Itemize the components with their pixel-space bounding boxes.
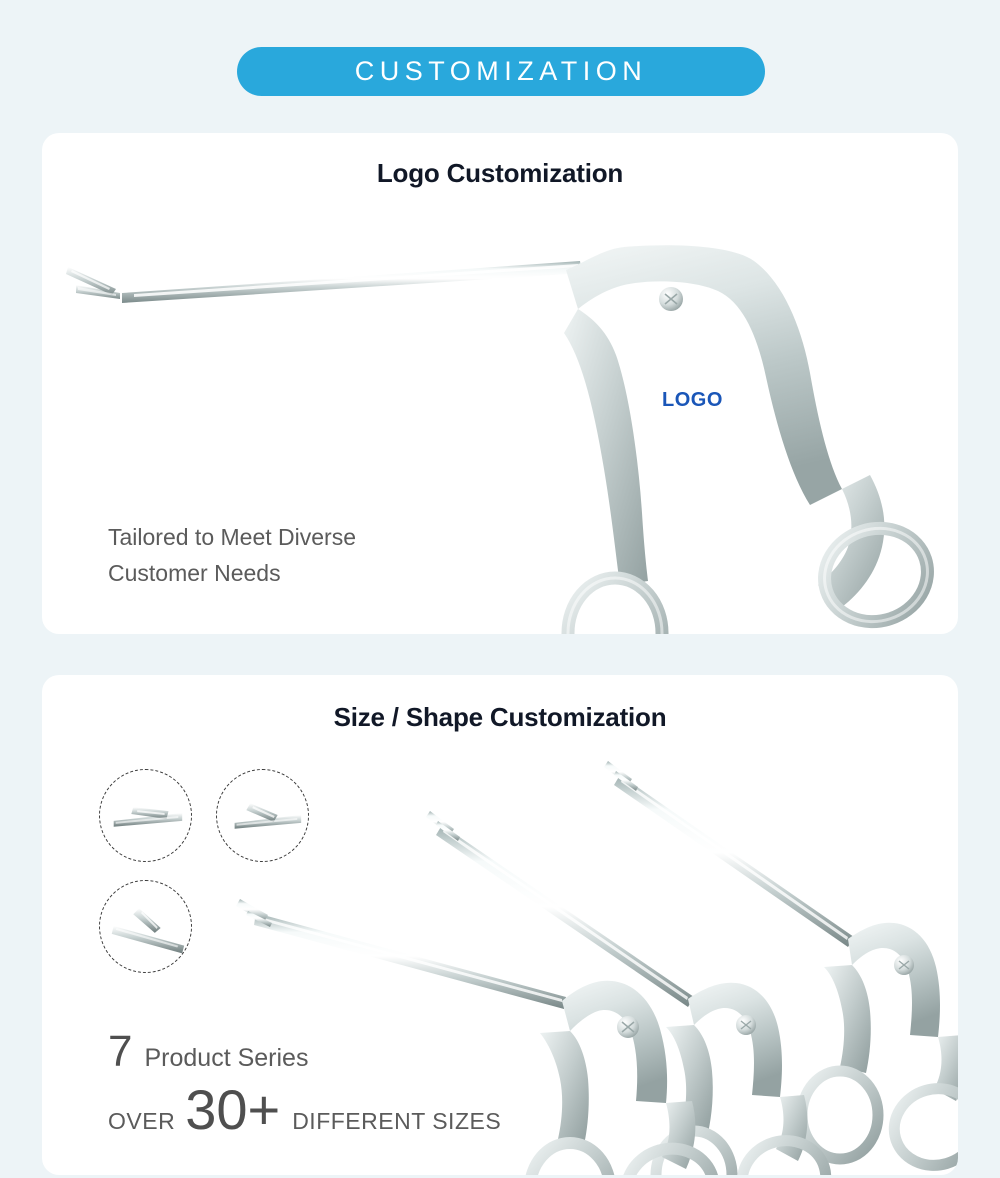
tip-variant-thumbnail-3[interactable]	[99, 880, 192, 973]
stat-sizes-count: 30+	[185, 1078, 281, 1141]
forceps-size-range-illustration	[42, 675, 958, 1175]
tip-variant-thumbnail-1[interactable]	[99, 769, 192, 862]
stat-sizes-prefix: OVER	[108, 1108, 176, 1134]
stat-product-series: 7 Product Series	[108, 1030, 501, 1074]
caption-line-2: Customer Needs	[108, 560, 281, 586]
card-size-shape-customization: Size / Shape Customization	[42, 675, 958, 1175]
forceps-with-logo-illustration	[42, 133, 958, 634]
card-title-logo: Logo Customization	[376, 158, 624, 188]
stat-sizes-label: DIFFERENT SIZES	[292, 1108, 502, 1134]
stat-series-count: 7	[108, 1027, 133, 1076]
stat-different-sizes: OVER 30+ DIFFERENT SIZES	[108, 1082, 501, 1138]
tip-variant-thumbnail-2[interactable]	[216, 769, 309, 862]
card-logo-customization: Logo Customization	[42, 133, 958, 634]
logo-engraving-mark: LOGO	[662, 389, 723, 411]
page-header-banner: CUSTOMIZATION	[237, 47, 765, 96]
card-title-size-shape: Size / Shape Customization	[333, 702, 667, 732]
card-logo-caption: Tailored to Meet Diverse Customer Needs	[108, 519, 356, 591]
page-title: CUSTOMIZATION	[354, 56, 648, 86]
stat-series-label: Product Series	[144, 1044, 309, 1072]
product-stats: 7 Product Series OVER 30+ DIFFERENT SIZE…	[108, 1030, 501, 1138]
caption-line-1: Tailored to Meet Diverse	[108, 524, 356, 550]
